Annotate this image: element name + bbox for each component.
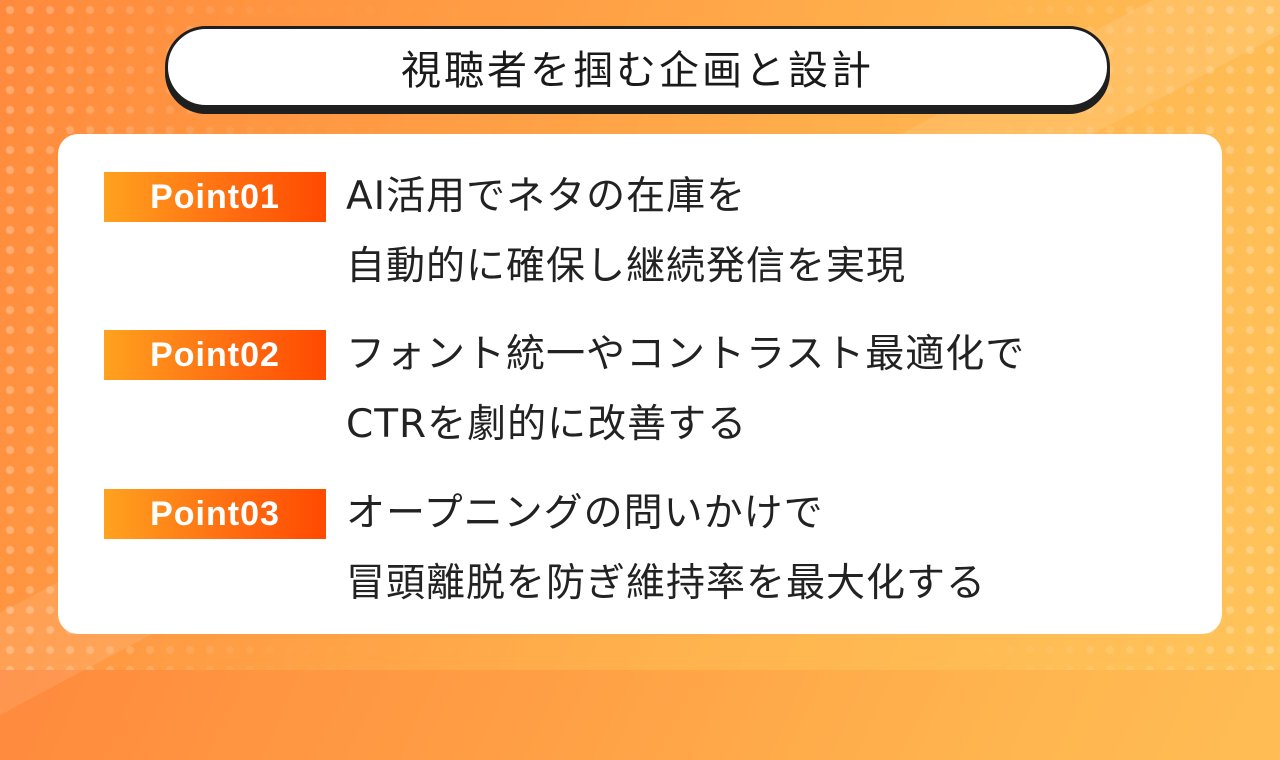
page-title: 視聴者を掴む企画と設計 bbox=[401, 48, 874, 94]
point-03-description: オープニングの問いかけで 冒頭離脱を防ぎ維持率を最大化する bbox=[346, 479, 986, 619]
point-01-label: Point01 bbox=[150, 177, 280, 216]
point-01-line-1: AI活用でネタの在庫を bbox=[346, 174, 747, 219]
point-03-label: Point03 bbox=[150, 494, 280, 533]
content-card: Point01 AI活用でネタの在庫を 自動的に確保し継続発信を実現 Point… bbox=[58, 134, 1222, 634]
point-03-line-1: オープニングの問いかけで bbox=[346, 491, 824, 536]
point-03-badge: Point03 bbox=[104, 489, 326, 539]
point-02-line-1: フォント統一やコントラスト最適化で bbox=[346, 332, 1026, 377]
title-banner: 視聴者を掴む企画と設計 bbox=[165, 26, 1110, 108]
point-03-line-2: 冒頭離脱を防ぎ維持率を最大化する bbox=[346, 561, 987, 606]
point-02-line-2: CTRを劇的に改善する bbox=[346, 402, 748, 447]
point-02-description: フォント統一やコントラスト最適化で CTRを劇的に改善する bbox=[346, 320, 1025, 460]
point-01-line-2: 自動的に確保し継続発信を実現 bbox=[346, 244, 907, 289]
point-02-badge: Point02 bbox=[104, 330, 326, 380]
point-02-label: Point02 bbox=[150, 335, 280, 374]
point-01-badge: Point01 bbox=[104, 172, 326, 222]
point-01-description: AI活用でネタの在庫を 自動的に確保し継続発信を実現 bbox=[346, 162, 906, 302]
